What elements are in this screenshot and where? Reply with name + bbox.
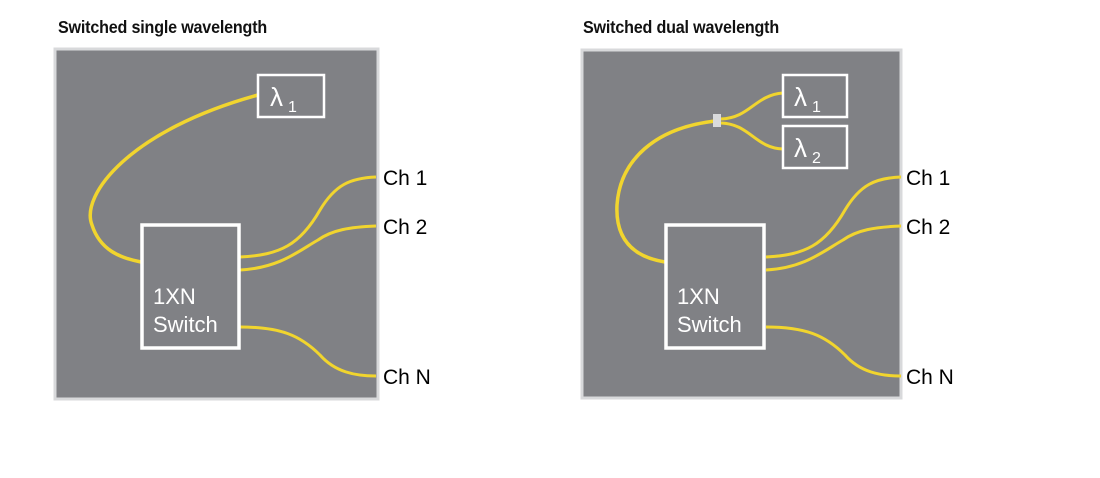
diagram-single-wavelength: Switched single wavelength λ 1 1XN Switc… [0,0,540,478]
fiber-ch2 [765,224,902,272]
source-1-subscript: 1 [812,99,821,116]
switch-label-line1: 1XN [153,284,196,309]
channel-label-2: Ch 2 [906,216,950,239]
source-symbol: λ [270,82,283,112]
fiber-ch1 [239,175,377,259]
diagram-title: Switched dual wavelength [583,17,779,37]
fiber-chN [765,325,902,378]
diagram-canvas: λ 1 1XN Switch Ch 1 Ch 2 Ch N [53,47,431,401]
switch-label-line2: Switch [153,312,218,337]
fiber-splitter-to-source2 [720,121,784,151]
diagram-canvas: λ 1 λ 2 1XN Switch Ch 1 Ch 2 Ch N [580,48,954,400]
switch-label-line1: 1XN [677,284,720,309]
fiber-ch1 [765,175,902,259]
fiber-splitter-to-switch [615,119,716,264]
fiber-splitter-to-source1 [720,91,784,121]
fiber-chN [239,325,377,378]
channel-label-1: Ch 1 [906,167,950,190]
switch-box [664,223,766,350]
fiber-ch2 [239,224,377,272]
diagram-dual-wavelength: Switched dual wavelength λ 1 λ 2 1XN Swi… [525,0,1065,478]
channel-label-1: Ch 1 [383,167,427,190]
splitter-icon [713,114,721,127]
wavelength-source-box [256,73,326,119]
source-2-subscript: 2 [812,150,821,167]
wavelength-source-box-1 [781,73,849,119]
channel-label-n: Ch N [383,366,431,389]
channel-label-n: Ch N [906,366,954,389]
switch-box [140,223,241,350]
source-subscript: 1 [288,99,297,116]
switch-label-line2: Switch [677,312,742,337]
source-1-symbol: λ [794,82,807,112]
source-2-symbol: λ [794,133,807,163]
fiber-source-to-switch [88,93,259,264]
wavelength-source-box-2 [781,124,849,170]
channel-label-2: Ch 2 [383,216,427,239]
diagram-title: Switched single wavelength [58,17,268,37]
